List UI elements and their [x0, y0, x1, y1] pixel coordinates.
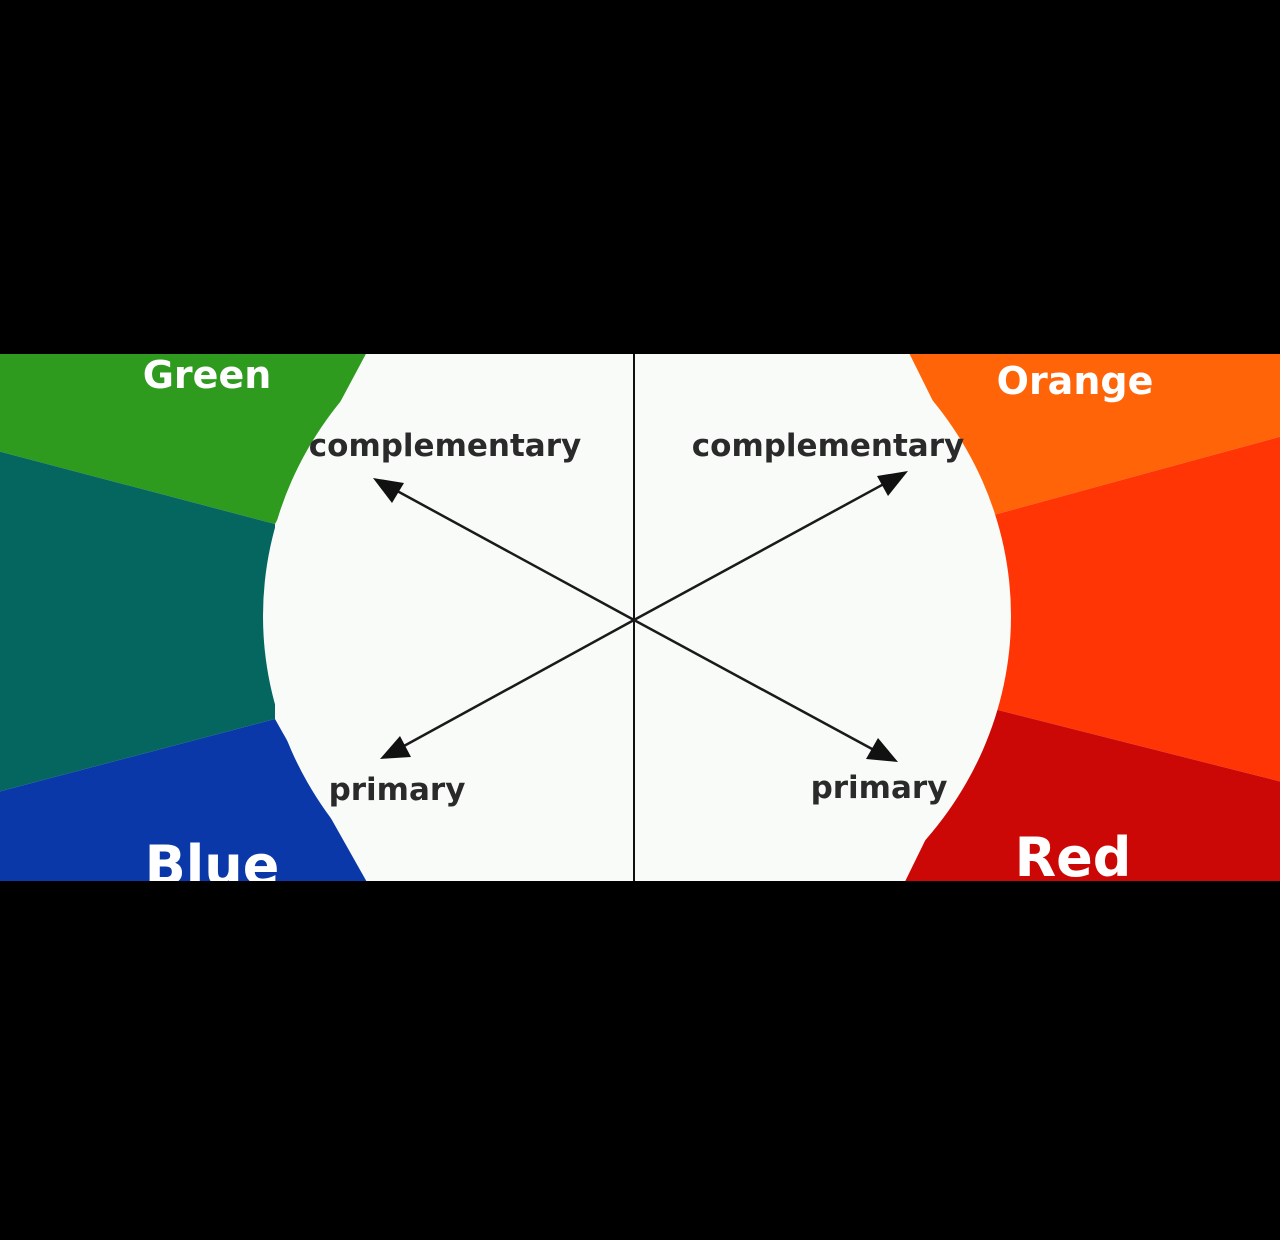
- label-orange: Orange: [997, 359, 1154, 403]
- letterbox-bottom: [0, 881, 1280, 1240]
- red-orange-segment: [990, 436, 1280, 782]
- blue-segment: [0, 719, 367, 881]
- arrow-to-bottom-left: [392, 618, 635, 754]
- label-complementary-right: complementary: [692, 428, 964, 464]
- orange-segment: [909, 354, 1280, 516]
- arrow-to-top-right: [633, 477, 894, 622]
- label-green: Green: [143, 354, 272, 397]
- label-primary-left: primary: [329, 772, 466, 808]
- arrowhead-bottom-right: [866, 738, 898, 762]
- teal-segment: [0, 451, 275, 792]
- color-wheel-panel: Green Orange Blue Red complementary comp…: [0, 354, 1280, 881]
- label-primary-right: primary: [811, 770, 948, 806]
- label-complementary-left: complementary: [309, 428, 581, 464]
- green-segment: [0, 354, 366, 524]
- red-segment: [905, 708, 1280, 881]
- letterbox-top: [0, 0, 1280, 354]
- arrowhead-top-left: [373, 478, 404, 503]
- arrow-to-top-left: [387, 484, 635, 622]
- arrow-to-bottom-right: [633, 618, 886, 758]
- arrowhead-top-right: [877, 471, 908, 496]
- label-blue: Blue: [145, 834, 280, 881]
- color-wheel-diagram: Green Orange Blue Red complementary comp…: [0, 354, 1280, 881]
- label-red: Red: [1015, 826, 1132, 881]
- arrowhead-bottom-left: [380, 736, 411, 759]
